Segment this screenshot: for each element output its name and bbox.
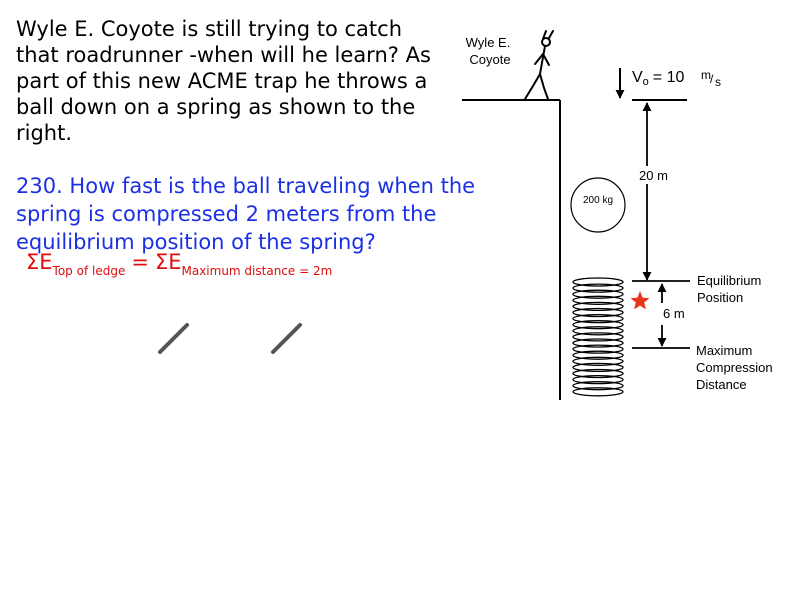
spring-coil	[572, 307, 624, 318]
subscript-maximum-distance: Maximum distance = 2m	[181, 264, 333, 278]
spring-coil	[572, 362, 624, 373]
max-compression-label-line2: Compression	[696, 360, 773, 375]
height-label: 20 m	[639, 168, 668, 183]
star-marker	[630, 291, 650, 310]
ball-mass-label: 200 kg	[583, 195, 613, 206]
v0-unit-slash: /	[710, 72, 714, 86]
coyote-figure	[524, 30, 554, 100]
spring-coil	[572, 289, 624, 299]
spring-coil	[572, 301, 624, 312]
question-230: 230. How fast is the ball traveling when…	[16, 174, 476, 254]
spring	[572, 277, 624, 397]
problem-statement: Wyle E. Coyote is still trying to catch …	[16, 17, 431, 145]
spring-coil	[572, 332, 624, 342]
ball	[570, 177, 626, 233]
pen-mark-1	[158, 323, 189, 354]
energy-equation: ΣETop of ledge=ΣEMaximum distance = 2m	[26, 250, 332, 278]
spring-coil	[572, 356, 624, 366]
sigma-e-left: ΣE	[26, 250, 53, 274]
spring-coil	[572, 387, 624, 397]
compression-label: 6 m	[663, 306, 685, 321]
v0-unit-s: s	[715, 75, 721, 89]
coyote-label-line2: Coyote	[469, 52, 510, 67]
spring-coil	[572, 295, 624, 305]
spring-coil	[572, 344, 624, 354]
spring-coil	[572, 326, 624, 336]
v0-unit-m: m	[701, 68, 711, 82]
equilibrium-label-line2: Position	[697, 290, 743, 305]
spring-coil	[572, 313, 624, 324]
subscript-top-of-ledge: Top of ledge	[52, 264, 126, 278]
spring-coil	[572, 381, 624, 391]
max-compression-label-line1: Maximum	[696, 343, 752, 358]
equals-sign: =	[131, 250, 149, 274]
spring-coil	[572, 368, 624, 379]
equilibrium-label-line1: Equilibrium	[697, 273, 761, 288]
spring-coil	[572, 350, 624, 360]
pen-mark-2	[271, 323, 302, 354]
v0-label: Vo= 10	[632, 69, 684, 88]
spring-coil	[572, 374, 624, 385]
sigma-e-right: ΣE	[154, 250, 182, 274]
spring-coil	[572, 283, 624, 293]
spring-coil	[572, 338, 624, 348]
spring-coil	[572, 277, 624, 287]
max-compression-label-line3: Distance	[696, 377, 747, 392]
coyote-label-line1: Wyle E.	[466, 35, 511, 50]
spring-coil	[572, 320, 624, 330]
